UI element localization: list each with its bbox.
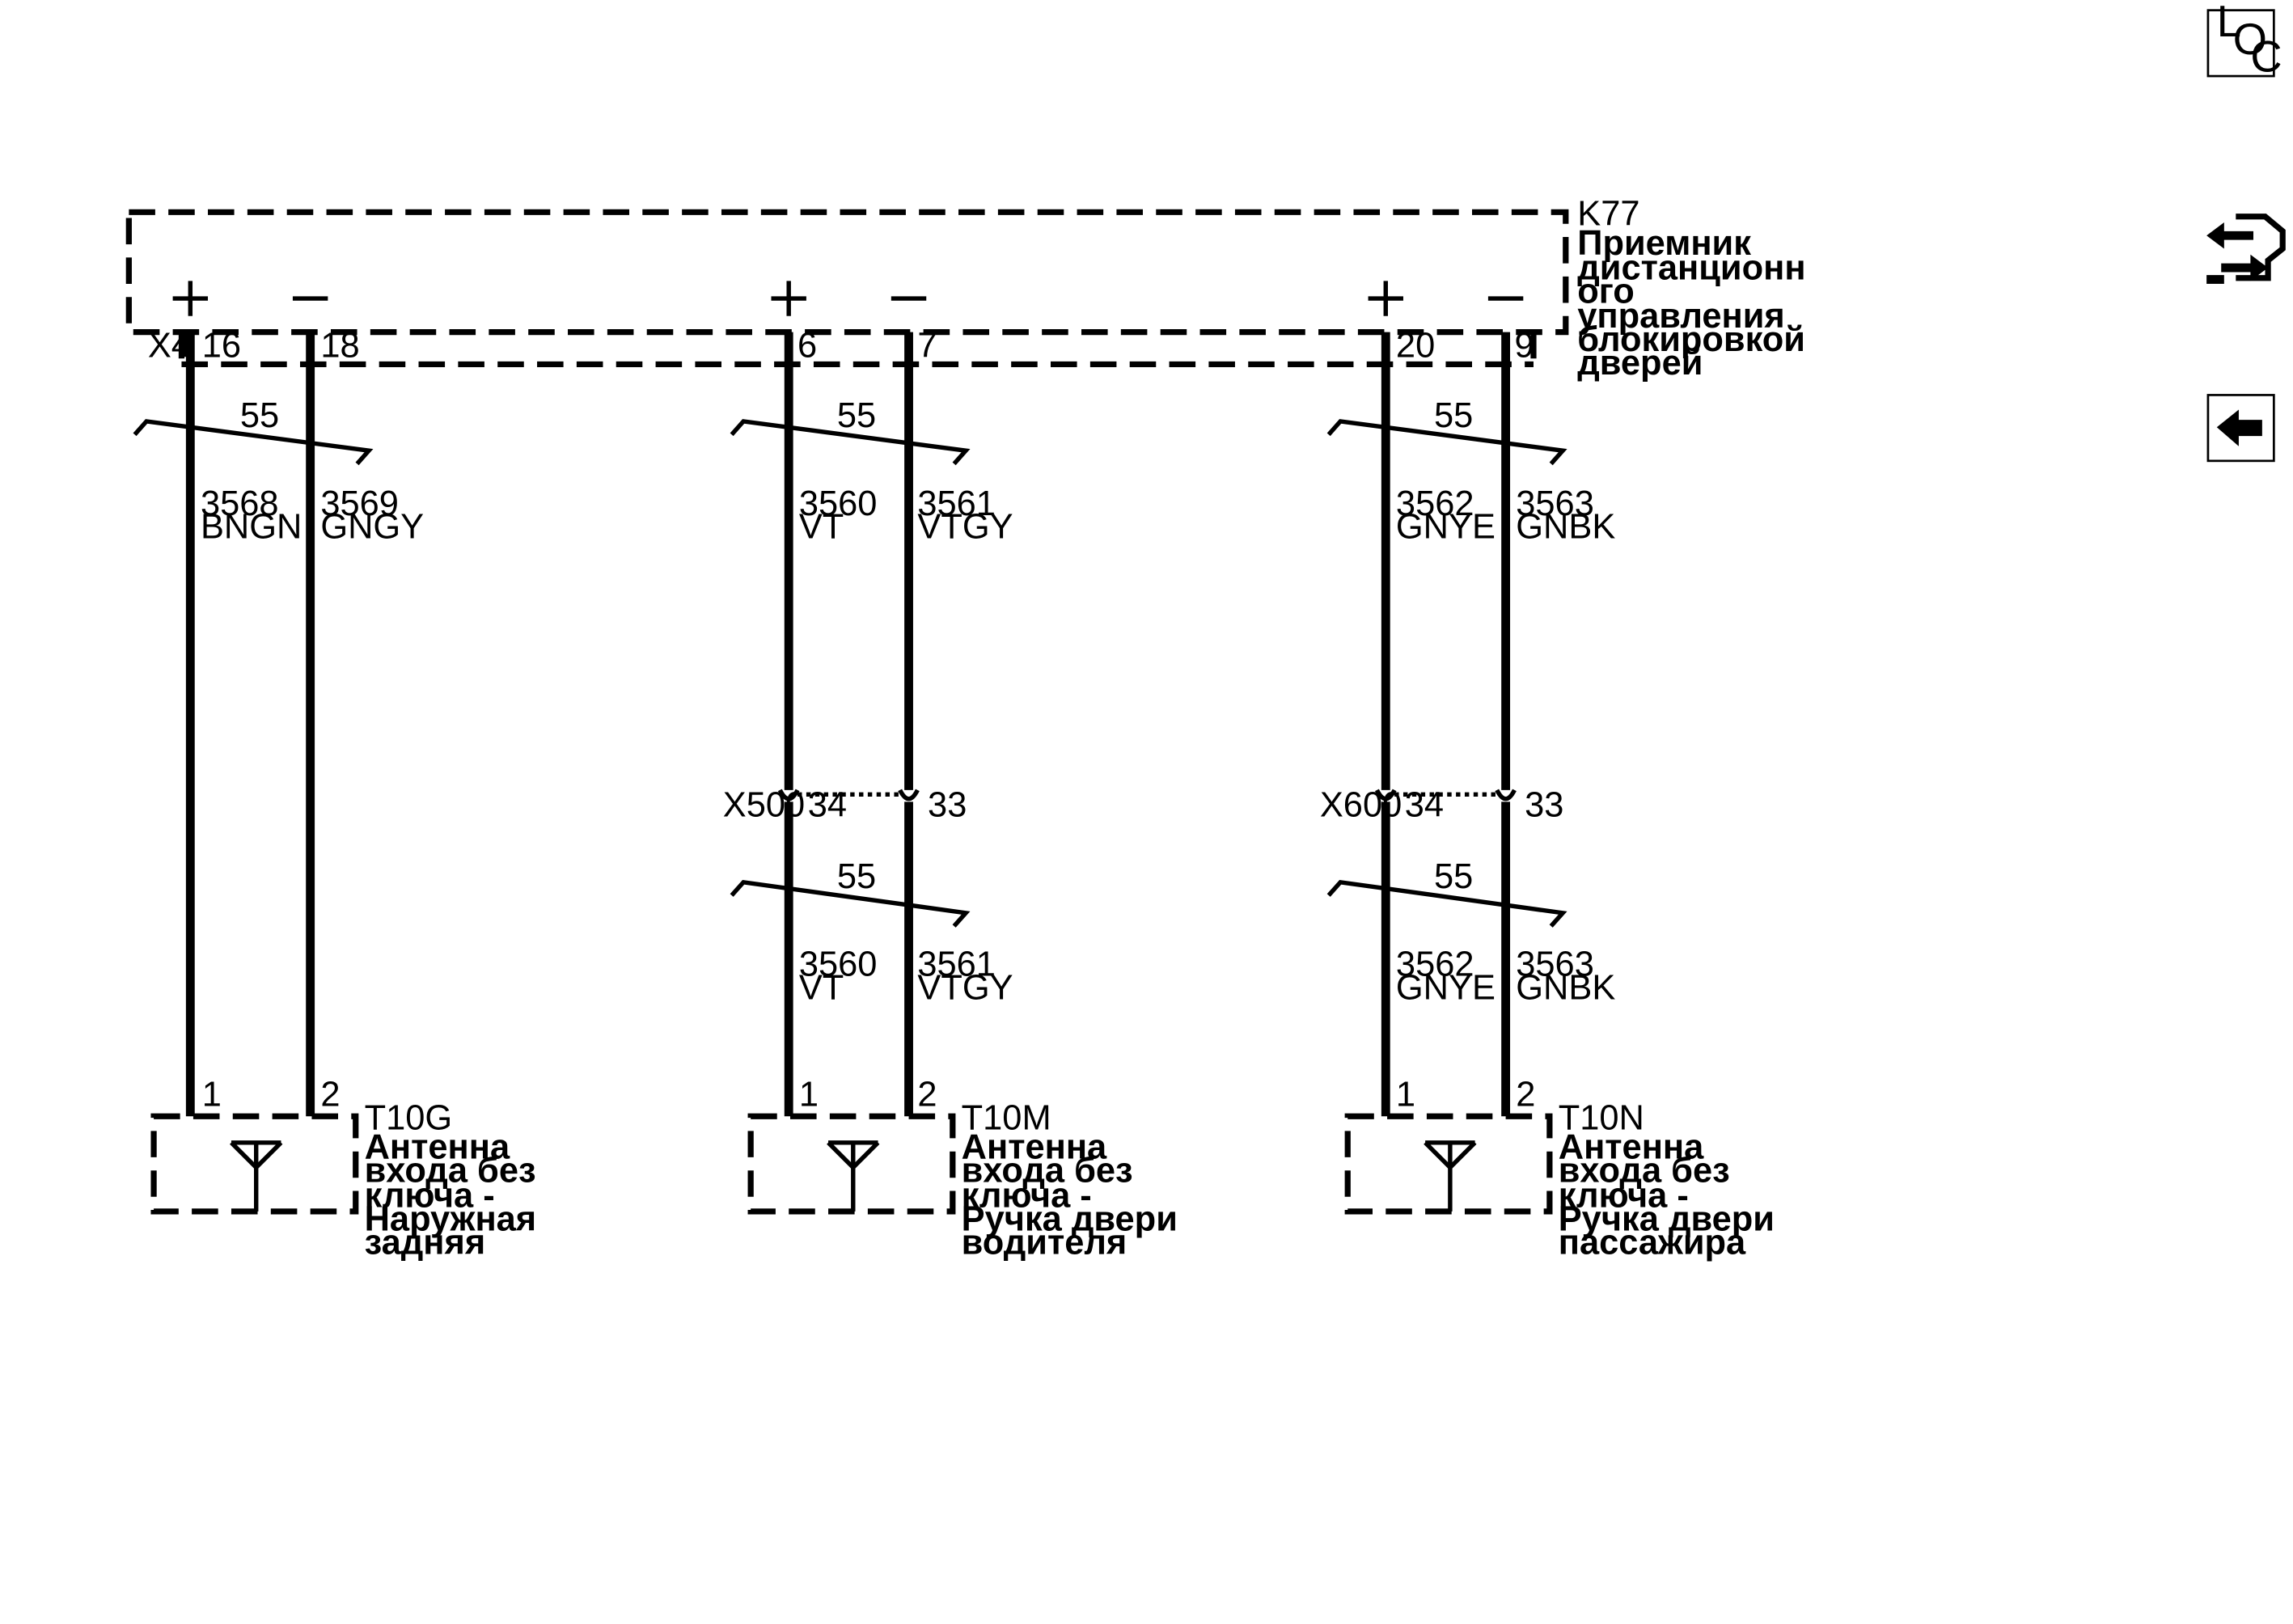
back-button[interactable] [2206, 394, 2275, 463]
inline-connector-x600: X600 34 33 [1320, 785, 1564, 824]
pin-label: 18 [320, 326, 359, 365]
pin-label: 20 [1396, 326, 1435, 365]
circuit-number: 3563 [1516, 945, 1594, 984]
circuit-number: 3562 [1396, 484, 1474, 523]
wire-color: VTGY [917, 508, 1013, 547]
wires [185, 332, 1511, 1117]
wire-color: VTGY [917, 969, 1013, 1008]
antenna-t10n: 1 2 T10N Антенна входа без ключа - Ручка… [1344, 1076, 1784, 1262]
module-k77: K77 Приемник дистанционн ого управления … [125, 195, 1815, 383]
wire-color: VT [799, 969, 844, 1008]
svg-text:55: 55 [837, 857, 876, 896]
circuit-number: 3560 [799, 484, 878, 523]
wire-color: GNYE [1396, 508, 1496, 547]
circuit-number: 3569 [320, 484, 399, 523]
svg-text:55: 55 [1434, 857, 1473, 896]
pin-label: 7 [917, 326, 937, 365]
component-name: Антенна входа без ключа - Ручка двери во… [962, 1128, 1187, 1262]
pin-label: 2 [320, 1076, 340, 1114]
inline-connector-x500: X500 34 33 [723, 785, 967, 824]
loc-icon: L O C [2217, 0, 2282, 82]
component-name: Антенна входа без ключа - Ручка двери па… [1559, 1128, 1784, 1262]
svg-text:55: 55 [240, 396, 279, 435]
circuit-number: 3568 [201, 484, 279, 523]
twisted-pair-marker: 55 [730, 396, 971, 466]
pin-label: 1 [1396, 1076, 1415, 1114]
pin-label: 2 [1516, 1076, 1535, 1114]
pin-label: 34 [808, 785, 847, 824]
twisted-pair-marker: 55 [133, 396, 374, 466]
module-outline [125, 209, 1569, 336]
pin-label: 6 [797, 326, 817, 365]
pin-label: 9 [1514, 326, 1534, 365]
pin-label: 33 [928, 785, 967, 824]
connector-swap-icon [2206, 214, 2286, 284]
connector-label: X4 [148, 326, 191, 365]
wire-color: GNBK [1516, 969, 1615, 1008]
circuit-number: 3561 [917, 945, 996, 984]
loc-button[interactable]: L O C [2206, 0, 2282, 82]
pin-label: 1 [202, 1076, 222, 1114]
wire-color: VT [799, 508, 844, 547]
wire-color: GNBK [1516, 508, 1615, 547]
wire-color: GNYE [1396, 969, 1496, 1008]
module-name: Приемник дистанционн ого управления блок… [1577, 224, 1815, 383]
plus-symbol [771, 281, 806, 316]
circuit-number: 3560 [799, 945, 878, 984]
connector-label: X500 [723, 785, 805, 824]
component-id: T10G [365, 1099, 453, 1138]
antenna-icon [1424, 1140, 1477, 1212]
component-id: T10N [1559, 1099, 1644, 1138]
pin-label: 33 [1525, 785, 1563, 824]
pin-label: 2 [917, 1076, 937, 1114]
wire-color: BNGN [201, 508, 302, 547]
circuit-labels-upper: 3568 BNGN 3569 GNGY 3560 VT 3561 VTGY 35… [201, 484, 1615, 547]
pin-label: 16 [202, 326, 241, 365]
component-id: T10M [962, 1099, 1051, 1138]
plus-symbol [1368, 281, 1403, 316]
twisted-pair-marker: 55 [1326, 857, 1567, 928]
pin-label: 1 [799, 1076, 819, 1114]
antenna-icon [230, 1140, 283, 1212]
circuit-number: 3561 [917, 484, 996, 523]
pin-label: 34 [1405, 785, 1444, 824]
antenna-t10g: 1 2 T10G Антенна входа без ключа - Наруж… [150, 1076, 547, 1262]
connector-label: X600 [1320, 785, 1402, 824]
circuit-number: 3563 [1516, 484, 1594, 523]
module-id: K77 [1577, 195, 1639, 234]
connector-swap-button[interactable] [2206, 214, 2286, 284]
component-name: Антенна входа без ключа - Наружная задня… [365, 1128, 547, 1262]
antenna-icon [827, 1140, 880, 1212]
svg-text:55: 55 [1434, 396, 1473, 435]
back-arrow-icon [2216, 409, 2262, 446]
svg-text:C: C [2250, 32, 2282, 82]
twisted-pair-marker: 55 [730, 857, 971, 928]
svg-text:55: 55 [837, 396, 876, 435]
circuit-number: 3562 [1396, 945, 1474, 984]
twisted-pair-marker: 55 [1326, 396, 1567, 466]
antenna-t10m: 1 2 T10M Антенна входа без ключа - Ручка… [747, 1076, 1187, 1262]
svg-text:O: O [2233, 15, 2267, 64]
plus-symbol [172, 281, 209, 316]
circuit-labels-lower: 3560 VT 3561 VTGY 3562 GNYE 3563 GNBK [799, 945, 1615, 1008]
wire-color: GNGY [320, 508, 424, 547]
svg-text:L: L [2217, 0, 2241, 46]
